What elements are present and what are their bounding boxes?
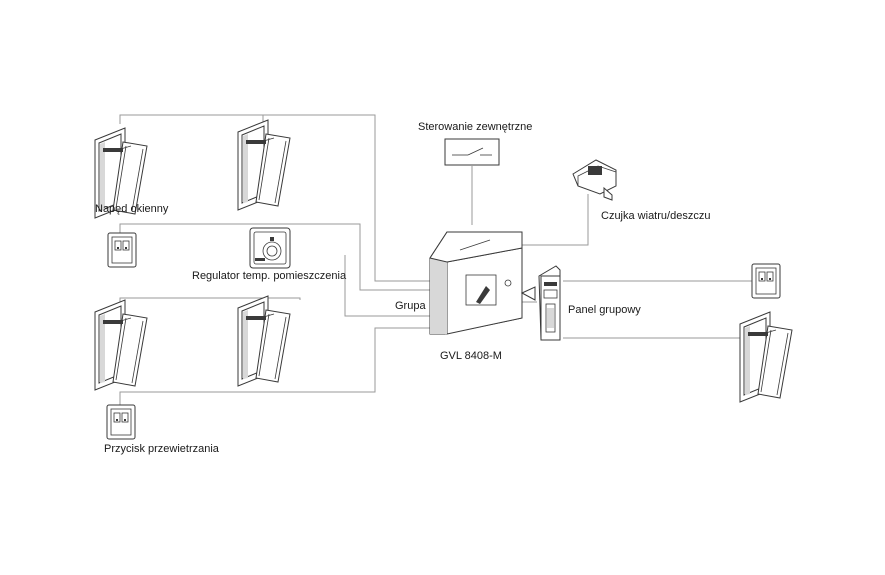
window-drive-label: Napęd okienny	[95, 203, 169, 215]
window-drive-icon	[237, 295, 291, 387]
switch-icon	[107, 232, 137, 268]
controller-box-icon	[429, 231, 523, 335]
group-panel-label: Panel grupowy	[568, 304, 641, 316]
wiring	[119, 114, 752, 405]
external-control-label: Sterowanie zewnętrzne	[418, 121, 533, 133]
controller-label: GVL 8408-M	[440, 350, 502, 362]
window-drive-icon	[739, 311, 793, 403]
window-drive-icon	[94, 299, 148, 391]
group-panel-icon	[520, 265, 561, 341]
external-switch-icon	[444, 138, 500, 166]
thermostat-icon	[249, 227, 291, 269]
vent-button-icon	[106, 404, 136, 440]
window-drive-icon	[237, 119, 291, 211]
room-regulator-label: Regulator temp. pomieszczenia	[192, 270, 347, 282]
wind-rain-sensor-icon	[572, 159, 617, 201]
switch-icon	[751, 263, 781, 299]
vent-button-label: Przycisk przewietrzania	[104, 443, 219, 455]
wind-rain-sensor-label: Czujka wiatru/deszczu	[601, 210, 711, 222]
group-label: Grupa	[395, 300, 426, 312]
